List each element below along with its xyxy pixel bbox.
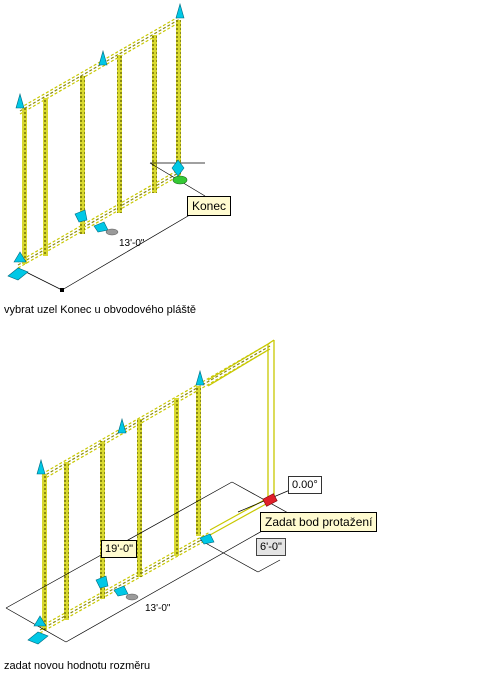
curtain-wall-bottom: 13'-0" <box>5 339 291 645</box>
top-rail-bottom <box>41 342 271 481</box>
mullions <box>22 20 181 264</box>
grip-arrow-icon[interactable] <box>175 2 185 19</box>
caption-top: vybrat uzel Konec u obvodového pláště <box>4 304 197 316</box>
grip-arrow-icon[interactable] <box>15 92 25 109</box>
curtain-wall-top: 13'-0" <box>7 2 206 292</box>
dimension-label: 13'-0" <box>119 238 145 249</box>
grip-arrow-icon[interactable] <box>171 159 185 177</box>
konec-tooltip: Konec <box>187 196 232 216</box>
dimension-input-left[interactable]: 19'-0" <box>101 540 138 558</box>
grip-arrow-icon[interactable] <box>95 575 109 589</box>
grip-arrow-icon[interactable] <box>113 585 129 597</box>
grip-arrow-icon[interactable] <box>27 631 49 645</box>
grip-arrow-icon[interactable] <box>117 417 127 434</box>
caption-bottom: zadat novou hodnotu rozměru <box>4 660 151 672</box>
grip-arrow-icon[interactable] <box>13 251 27 263</box>
grips-bottom[interactable] <box>27 369 215 645</box>
grip-arrow-icon[interactable] <box>195 369 205 386</box>
grip-selected-icon[interactable] <box>172 175 188 185</box>
grip-active-icon[interactable] <box>262 493 278 507</box>
grip-oval-icon[interactable] <box>125 593 139 601</box>
length-input[interactable]: 6'-0" <box>256 538 286 556</box>
grips-top[interactable] <box>7 2 185 281</box>
dimension-lines-bottom <box>5 481 291 643</box>
grip-oval-icon[interactable] <box>105 228 119 236</box>
mullions-bottom <box>42 386 201 630</box>
stretched-frame <box>207 339 275 498</box>
grip-arrow-icon[interactable] <box>98 49 108 66</box>
angle-input[interactable]: 0.00° <box>288 476 322 494</box>
grip-arrow-icon[interactable] <box>199 533 215 545</box>
dimension-endpoint <box>60 288 64 292</box>
grip-arrow-icon[interactable] <box>7 267 29 281</box>
grip-arrow-icon[interactable] <box>33 615 47 627</box>
grip-arrow-icon[interactable] <box>36 458 46 475</box>
grip-arrow-icon[interactable] <box>74 209 88 223</box>
dimension-label-bottom: 13'-0" <box>145 603 171 614</box>
stretch-point-tooltip: Zadat bod protažení <box>260 512 378 532</box>
grip-arrow-icon[interactable] <box>93 221 109 233</box>
